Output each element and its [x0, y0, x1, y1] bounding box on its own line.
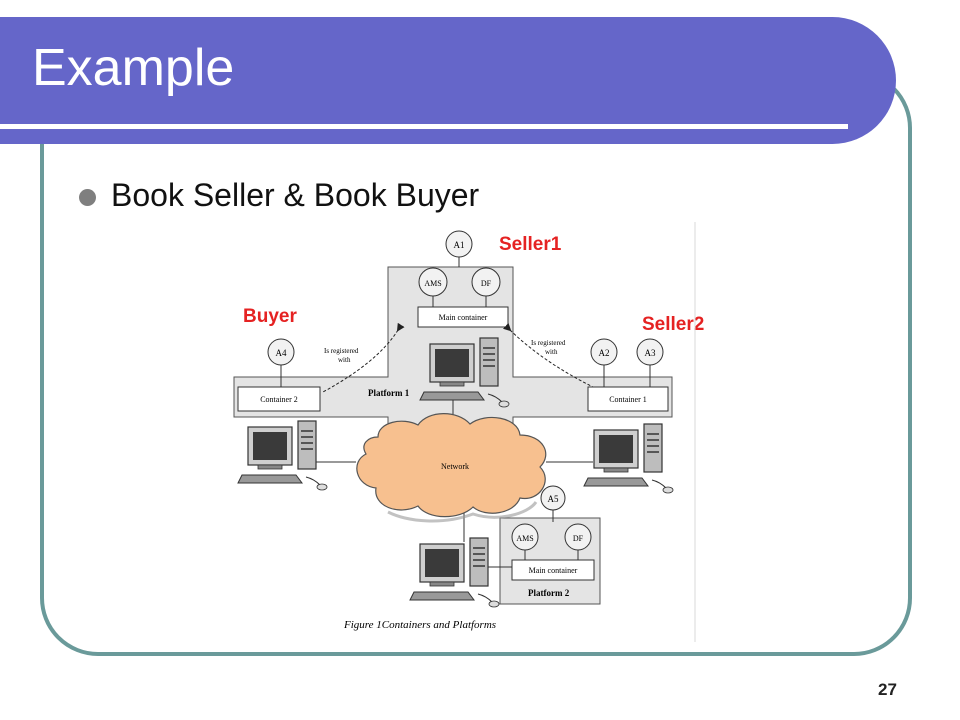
df-top-label: DF [481, 279, 492, 288]
main-container-top [417, 306, 509, 328]
agent-a5-label: A5 [548, 494, 559, 504]
computer-seller1 [419, 337, 510, 408]
figure-caption: Figure 1Containers and Platforms [343, 619, 496, 631]
agent-a1 [445, 230, 473, 258]
computer-buyer [237, 420, 328, 491]
bullet-dot [79, 189, 96, 206]
agent-a2 [590, 338, 618, 366]
computer-platform2 [409, 537, 500, 608]
container-2 [237, 386, 321, 412]
agent-a2-label: A2 [599, 348, 610, 358]
container-1 [587, 386, 669, 412]
registered-left-2: with [338, 356, 351, 364]
label-seller2: Seller2 [642, 314, 705, 335]
agent-a5 [540, 485, 566, 511]
network-label: Network [441, 462, 469, 471]
slide-title: Example [32, 39, 235, 97]
page-number: 27 [878, 680, 897, 699]
platform-1-label: Platform 1 [368, 388, 410, 398]
platform-diagram: A1 AMS DF Main container Is registered w… [233, 222, 696, 642]
title-bar [0, 17, 896, 144]
registered-right-1: Is registered [531, 339, 566, 347]
computer-seller2 [583, 423, 674, 494]
main-container-top-label: Main container [439, 313, 488, 322]
main-container-bottom [511, 559, 595, 581]
registered-left-1: Is registered [324, 347, 359, 355]
ams-bottom-label: AMS [516, 534, 533, 543]
agent-a3 [636, 338, 664, 366]
label-buyer: Buyer [243, 306, 297, 327]
title-rule [0, 124, 848, 129]
agent-a3-label: A3 [645, 348, 656, 358]
container-2-label: Container 2 [260, 395, 298, 404]
label-seller1: Seller1 [499, 234, 562, 255]
bullet-text: Book Seller & Book Buyer [111, 177, 480, 213]
ams-top-label: AMS [424, 279, 441, 288]
container-1-label: Container 1 [609, 395, 647, 404]
platform-2-label: Platform 2 [528, 588, 570, 598]
agent-a4-label: A4 [276, 348, 287, 358]
agent-a1-label: A1 [454, 240, 465, 250]
registered-right-2: with [545, 348, 558, 356]
network-cloud [356, 413, 547, 518]
main-container-bottom-label: Main container [529, 566, 578, 575]
agent-a4 [267, 338, 295, 366]
df-bottom-label: DF [573, 534, 584, 543]
